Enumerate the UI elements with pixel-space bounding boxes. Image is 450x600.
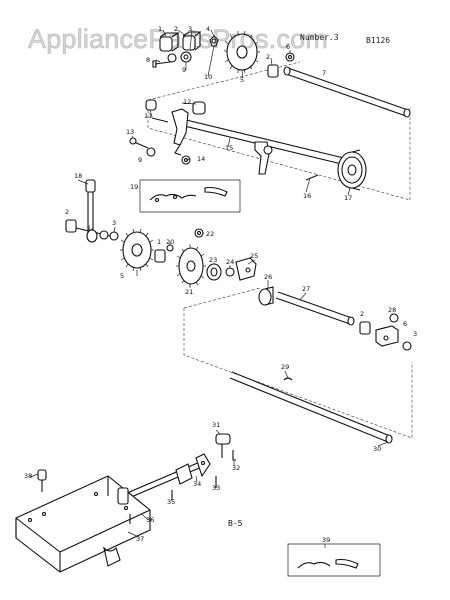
callout-39: 39: [322, 536, 330, 544]
callout-19: 19: [130, 183, 138, 191]
callout-11: 11: [144, 112, 152, 120]
callout-27: 27: [302, 285, 310, 293]
callout-29: 29: [281, 363, 289, 371]
callout-7: 7: [322, 69, 326, 77]
callout-37: 37: [136, 535, 144, 543]
callout-21: 21: [185, 288, 193, 296]
callout-28: 28: [388, 306, 396, 314]
callout-1b: 1: [87, 224, 91, 232]
middle-right-parts: [206, 257, 274, 306]
callout-38: 38: [24, 472, 32, 480]
chain-box-39: [287, 543, 381, 577]
callout-labels: 1 2 3 4 8 9 10 5 2 6 7 12 11 13 9 14 15 …: [24, 25, 417, 544]
callout-6: 6: [286, 43, 290, 51]
main-shaft-15: [145, 99, 353, 175]
lower-assembly-plane: [183, 287, 413, 439]
callout-3c: 3: [413, 330, 417, 338]
callout-3b: 3: [112, 219, 116, 227]
callout-13: 13: [126, 128, 134, 136]
shaft-27: [275, 291, 355, 326]
callout-1: 1: [158, 25, 162, 33]
upper-assembly-plane: [147, 61, 411, 201]
callout-1c: 1: [157, 238, 161, 246]
callout-35: 35: [167, 498, 175, 506]
callout-36: 36: [146, 516, 154, 524]
callout-3: 3: [188, 25, 192, 33]
callout-10: 10: [204, 73, 212, 81]
callout-18: 18: [74, 172, 82, 180]
callout-2d: 2: [360, 310, 364, 318]
callout-6b: 6: [403, 320, 407, 328]
pulley-17: [305, 149, 367, 191]
callout-30: 30: [373, 445, 381, 453]
callout-5b: 5: [120, 272, 124, 280]
leader-lines: [29, 29, 394, 548]
screws-upper: [129, 137, 191, 165]
page-code: B-5: [228, 519, 243, 528]
callout-26: 26: [264, 273, 272, 281]
callout-2: 2: [174, 25, 178, 33]
top-right-parts: [267, 52, 295, 78]
callout-2b: 2: [266, 53, 270, 61]
callout-8: 8: [146, 56, 150, 64]
callout-15: 15: [225, 144, 233, 152]
callout-2c: 2: [65, 208, 69, 216]
callout-22: 22: [206, 230, 214, 238]
callout-9: 9: [182, 66, 186, 74]
callout-24: 24: [226, 258, 234, 266]
callout-16: 16: [303, 192, 311, 200]
lower-lever-group: [119, 433, 236, 501]
callout-34: 34: [193, 480, 201, 488]
middle-gear-group: [154, 228, 206, 288]
callout-25: 25: [250, 252, 258, 260]
callout-9b: 9: [138, 156, 142, 164]
callout-4: 4: [206, 25, 210, 33]
shaft-7: [283, 66, 411, 118]
callout-23: 23: [209, 256, 217, 264]
bracket-plate: [15, 469, 151, 573]
rod-30: [229, 371, 393, 444]
gear-top: [223, 30, 260, 74]
callout-31: 31: [212, 421, 220, 429]
callout-17: 17: [344, 194, 352, 202]
chain-box-19: [139, 179, 241, 213]
callout-14: 14: [197, 155, 205, 163]
callout-33: 33: [212, 484, 220, 492]
header-code: B1126: [366, 36, 390, 45]
callout-12: 12: [183, 98, 191, 106]
left-parts-row: [65, 219, 154, 272]
callout-32: 32: [232, 464, 240, 472]
callout-5: 5: [240, 76, 244, 84]
top-small-parts: [152, 31, 219, 68]
header-number: Number.3: [300, 33, 339, 42]
right-shaft-parts: [359, 313, 412, 351]
